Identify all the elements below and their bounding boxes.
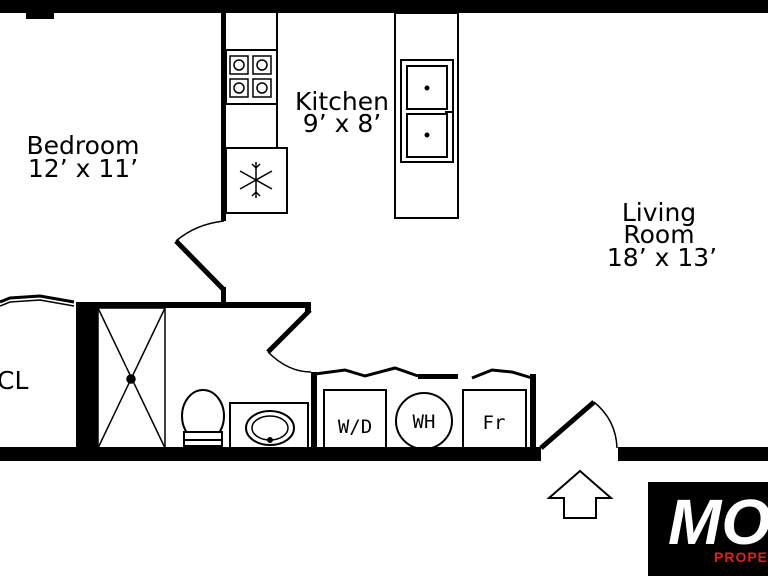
washer-dryer <box>323 389 387 449</box>
kitchen-partition-wall <box>221 13 226 221</box>
kitchen-island <box>394 12 459 219</box>
kitchen-size: 9’ x 8’ <box>303 109 381 138</box>
living-room-label-line1: Living <box>622 198 696 227</box>
utility-top-wall <box>418 374 458 379</box>
utility-right-wall <box>530 374 536 452</box>
kitchen-label: Kitchen <box>295 87 389 116</box>
utility-appliances <box>323 389 527 450</box>
snowflake-icon <box>239 162 273 198</box>
bottom-wall-right <box>618 447 768 461</box>
bath-top-wall <box>76 302 311 308</box>
bedroom-label: Bedroom <box>26 131 139 160</box>
stove <box>225 49 278 105</box>
shower <box>97 307 166 449</box>
bedroom-size: 12’ x 11’ <box>28 154 138 183</box>
company-logo: MO PROPE <box>648 482 768 576</box>
bathroom-door <box>266 308 312 373</box>
refrigerator <box>225 147 288 214</box>
kitchen-counter <box>225 13 288 214</box>
living-room-label-line2: Room <box>623 220 694 249</box>
top-left-notch <box>26 10 54 19</box>
toilet <box>181 389 225 447</box>
bedroom-lower-wall-stub <box>221 287 226 303</box>
bath-left-wall <box>76 302 98 452</box>
bedroom-door <box>174 220 226 292</box>
utility-bifold-doors <box>314 366 533 380</box>
walls <box>0 0 768 461</box>
living-room-size: 18’ x 13’ <box>607 243 717 272</box>
bath-right-wall-top <box>305 302 311 312</box>
washer-dryer-label: W/D <box>338 416 372 438</box>
water-heater <box>395 392 453 450</box>
kitchen-sink <box>400 59 454 163</box>
logo-text: MO <box>668 486 768 558</box>
water-heater-label: WH <box>413 411 436 433</box>
entry-door <box>539 400 618 450</box>
logo-subtext: PROPE <box>714 549 768 565</box>
top-wall <box>0 0 768 13</box>
entry-arrow-icon <box>546 469 614 519</box>
closet-label: CL <box>0 366 28 395</box>
bathroom-sink <box>229 402 309 449</box>
fridge-label: Fr <box>483 412 506 434</box>
window-marker <box>0 0 14 8</box>
fridge-unit <box>462 389 527 449</box>
utility-left-wall <box>311 372 317 452</box>
closet-bifold-door <box>0 294 75 307</box>
stove-burners <box>229 55 272 98</box>
bottom-wall-left <box>0 447 541 461</box>
